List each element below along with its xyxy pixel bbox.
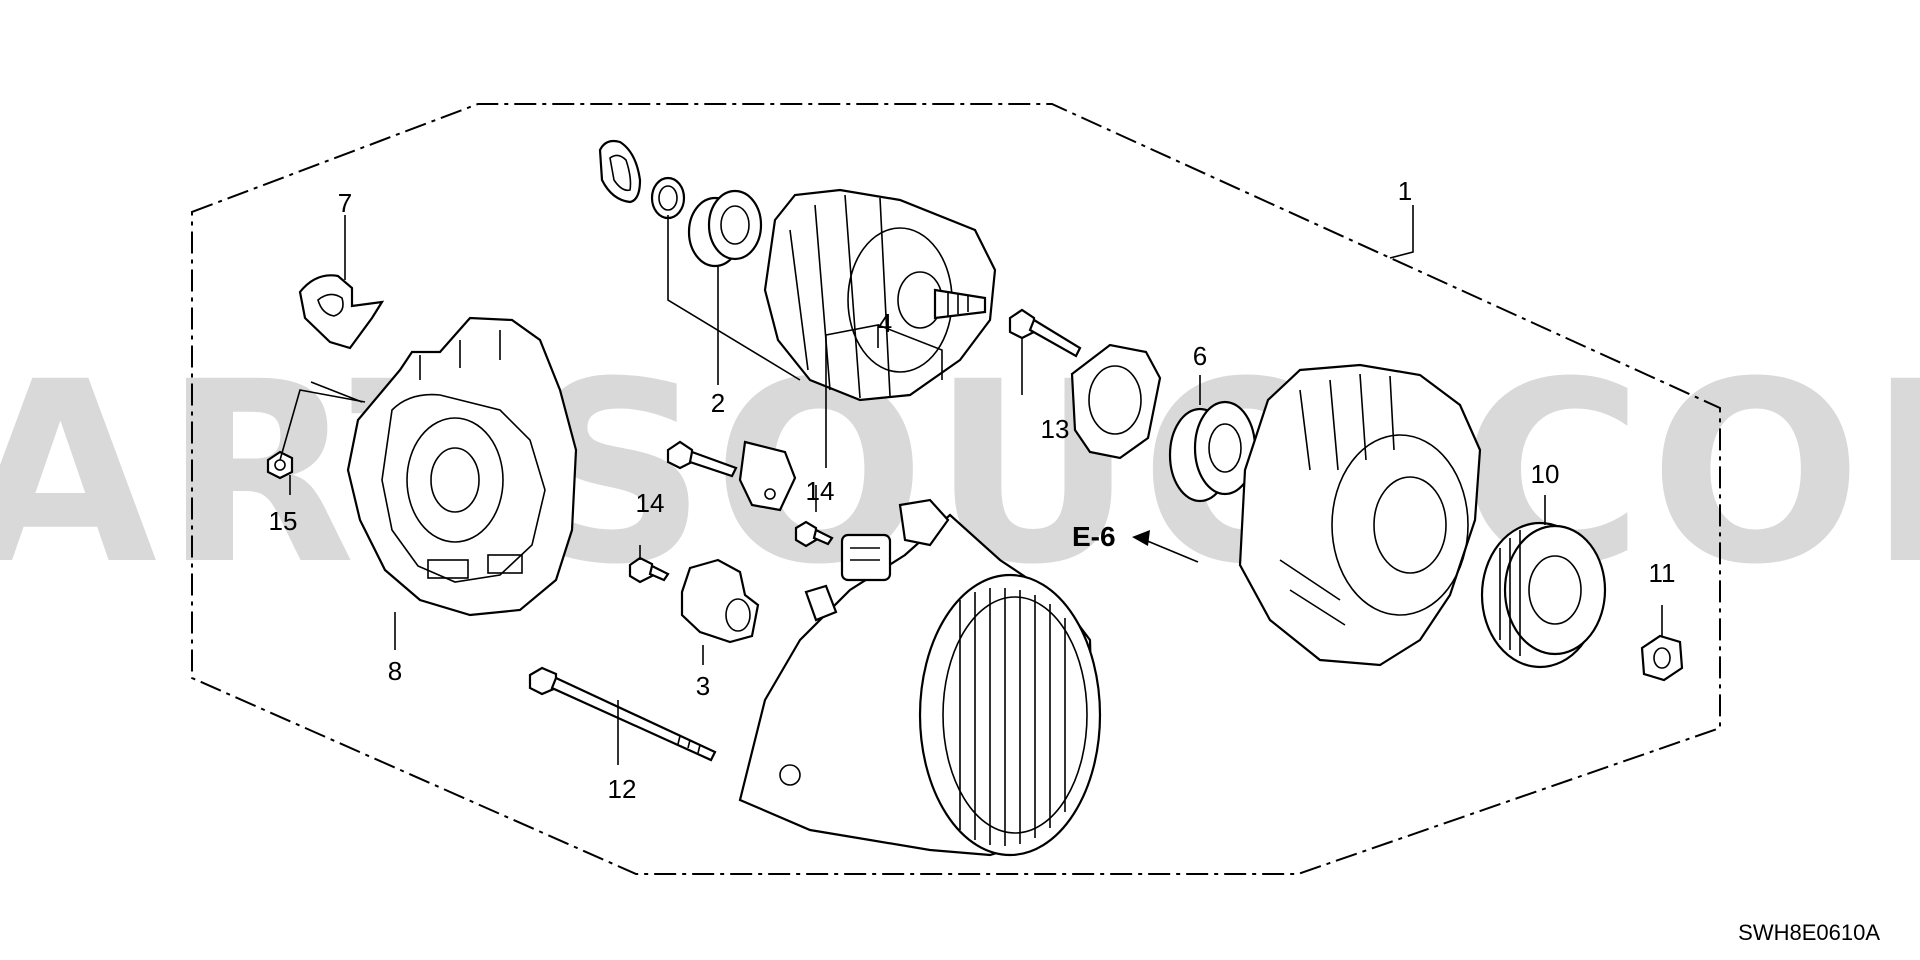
callout-1: 1: [1398, 176, 1412, 206]
reference-label-e6[interactable]: E-6: [1072, 521, 1116, 552]
callout-14-right: 14: [806, 476, 835, 506]
part-13-bolt[interactable]: [1008, 308, 1082, 358]
part-10-pulley[interactable]: [1480, 521, 1607, 669]
part-14-screw-right[interactable]: [794, 520, 834, 548]
drawing-code: SWH8E0610A: [1738, 920, 1880, 945]
callout-15: 15: [269, 506, 298, 536]
callout-13: 13: [1041, 414, 1070, 444]
callout-11: 11: [1649, 558, 1676, 588]
callout-12: 12: [608, 774, 637, 804]
part-11-nut[interactable]: [1640, 634, 1684, 682]
front-housing[interactable]: [1238, 363, 1482, 667]
part-3-insulator[interactable]: [680, 558, 760, 644]
callout-7: 7: [338, 188, 352, 218]
callout-4: 4: [878, 308, 892, 338]
callout-3: 3: [696, 671, 710, 701]
part-2-bearing[interactable]: [687, 189, 763, 268]
part-6-bearing[interactable]: [1168, 400, 1257, 503]
bracket-bolt[interactable]: [666, 440, 797, 512]
stator-assembly[interactable]: [738, 498, 1102, 857]
callout-2: 2: [711, 388, 725, 418]
washer[interactable]: [650, 176, 686, 220]
callout-8: 8: [388, 656, 402, 686]
leader-lines: [279, 205, 1663, 765]
callout-6: 6: [1193, 341, 1207, 371]
part-12-through-bolt[interactable]: [528, 666, 717, 762]
seal-ring[interactable]: [598, 139, 642, 204]
part-15-nut[interactable]: [266, 450, 294, 480]
part-7-cap[interactable]: [298, 274, 385, 350]
assembly-boundary: [191, 103, 1721, 875]
part-8-rear-cover[interactable]: [346, 316, 578, 617]
callout-10: 10: [1531, 459, 1560, 489]
brush-plate[interactable]: [1070, 343, 1162, 460]
callout-14-left: 14: [636, 488, 665, 518]
